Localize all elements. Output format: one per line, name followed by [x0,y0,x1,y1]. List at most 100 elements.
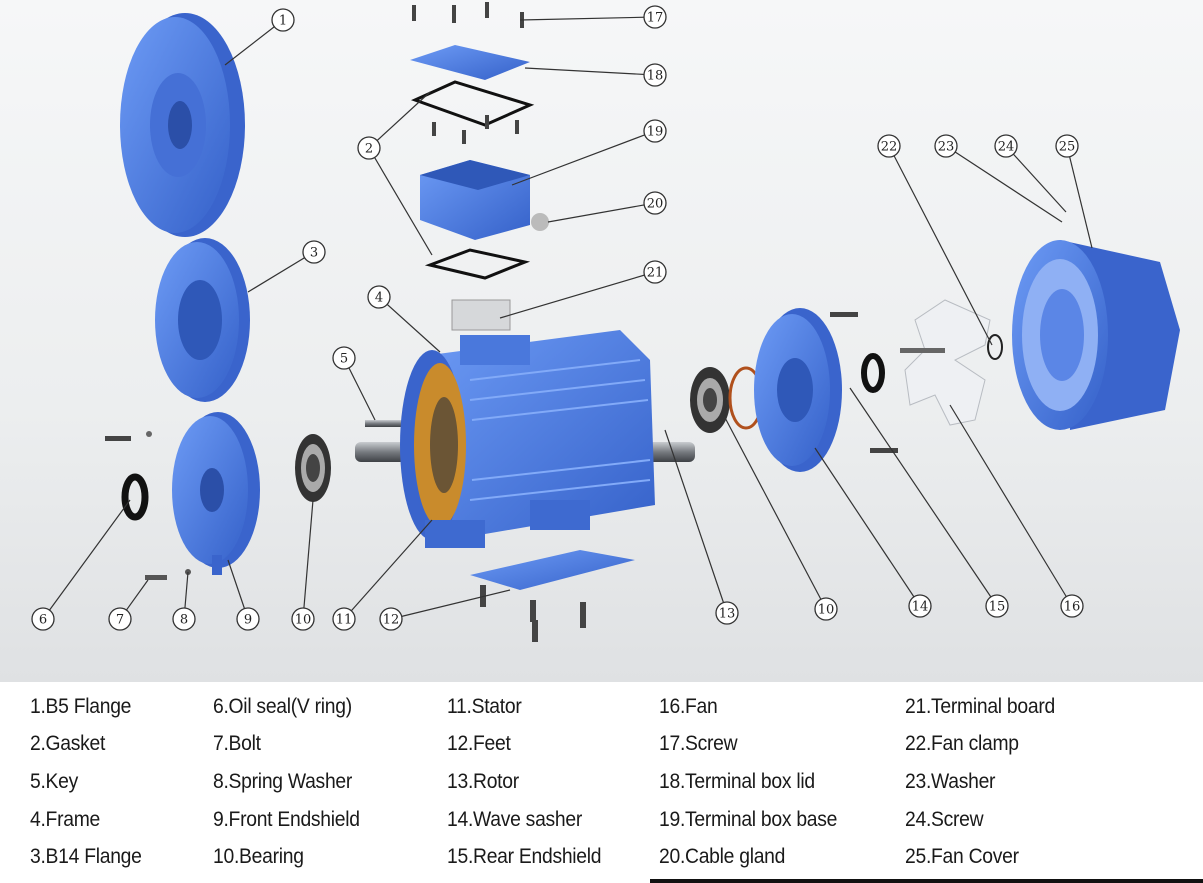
legend-item: 8.Spring Washer [213,770,353,793]
frame-part [400,330,655,548]
legend-item: 11.Stator [447,695,522,718]
callout-number: 22 [881,140,898,155]
leader-line [499,271,656,319]
leader-line [368,91,431,149]
callout-5: 5 [332,346,356,370]
callout-number: 13 [719,607,736,622]
callout-7: 7 [108,607,132,631]
callout-circle [877,134,901,158]
divider [650,879,1203,883]
callout-number: 15 [989,600,1006,615]
callout-circle [332,607,356,631]
leader-line [378,296,441,353]
callout-4: 4 [367,285,391,309]
legend-item: 15.Rear Endshield [447,845,602,868]
legend-item: 25.Fan Cover [905,845,1019,868]
leader-line [511,130,656,186]
gasket-top-part [410,80,535,127]
callout-circle [172,607,196,631]
callout-number: 8 [180,613,188,628]
motor-exploded-diagram: 1171821920321222324254567891011121310141… [0,0,1203,682]
b14-flange-part [155,238,250,402]
bolts-front-part [105,431,191,580]
callout-circle [1060,594,1084,618]
callout-circle [1055,134,1079,158]
leader-line [519,16,656,21]
legend-item: 4.Frame [30,808,101,831]
terminal-box-lid-part [410,45,530,80]
callout-number: 3 [310,246,318,261]
callout-circle [643,260,667,284]
fan-part [900,299,991,426]
leader-line [721,411,827,610]
callout-10: 10 [814,597,838,621]
callout-number: 4 [375,291,383,306]
callout-15: 15 [985,594,1009,618]
callout-3: 3 [302,240,326,264]
callout-24: 24 [994,134,1018,158]
legend-item: 13.Rotor [447,770,519,793]
leader-line [949,404,1073,607]
legend-item: 7.Bolt [213,732,261,755]
callout-number: 18 [647,69,664,84]
callout-11: 11 [332,607,356,631]
callout-number: 21 [647,266,664,281]
leader-line [814,447,921,607]
legend-item: 2.Gasket [30,732,106,755]
callout-number: 9 [244,613,252,628]
leader-line [945,145,1063,223]
leader-lines [42,16,1093,620]
callout-number: 1 [279,14,287,29]
leader-line [524,67,656,76]
cable-gland-part [531,213,549,231]
leader-line [888,145,993,346]
callout-circle [271,8,295,32]
callout-6: 6 [31,607,55,631]
rear-endshield-part [754,308,842,472]
legend-item: 1.B5 Flange [30,695,132,718]
callout-number: 24 [998,140,1015,155]
callout-13: 13 [715,601,739,625]
feet-part [470,550,635,590]
callout-number: 10 [818,603,835,618]
callout-number: 5 [340,352,348,367]
callout-number: 6 [39,613,47,628]
callout-circle [643,119,667,143]
callout-17: 17 [643,5,667,29]
leader-line [247,251,315,293]
callout-number: 12 [383,613,400,628]
legend-item: 3.B14 Flange [30,845,142,868]
oil-seal-part [121,473,149,521]
callout-circle [643,5,667,29]
callout-circle [994,134,1018,158]
callout-number: 11 [336,613,353,628]
fan-clamp-part [987,334,1003,360]
callout-16: 16 [1060,594,1084,618]
bearing-front-part [295,434,331,502]
callout-10: 10 [291,607,315,631]
legend-item: 10.Bearing [213,845,304,868]
callout-number: 2 [365,142,373,157]
callout-9: 9 [236,607,260,631]
callout-14: 14 [908,594,932,618]
fan-cover-part [1012,240,1180,430]
terminal-board-part [451,299,511,331]
callout-number: 20 [647,197,664,212]
callout-number: 16 [1064,600,1081,615]
leader-line [224,19,284,66]
legend-item: 22.Fan clamp [905,732,1019,755]
callout-number: 19 [647,125,664,140]
callout-2: 2 [357,136,381,160]
rear-bolts-part [830,312,898,453]
legend-item: 20.Cable gland [659,845,786,868]
callout-22: 22 [877,134,901,158]
legend-item: 19.Terminal box base [659,808,838,831]
callout-25: 25 [1055,134,1079,158]
legend-item: 21.Terminal board [905,695,1055,718]
key-part [365,420,410,427]
callout-12: 12 [379,607,403,631]
callout-8: 8 [172,607,196,631]
legend-item: 18.Terminal box lid [659,770,815,793]
legend-item: 6.Oil seal(V ring) [213,695,352,718]
